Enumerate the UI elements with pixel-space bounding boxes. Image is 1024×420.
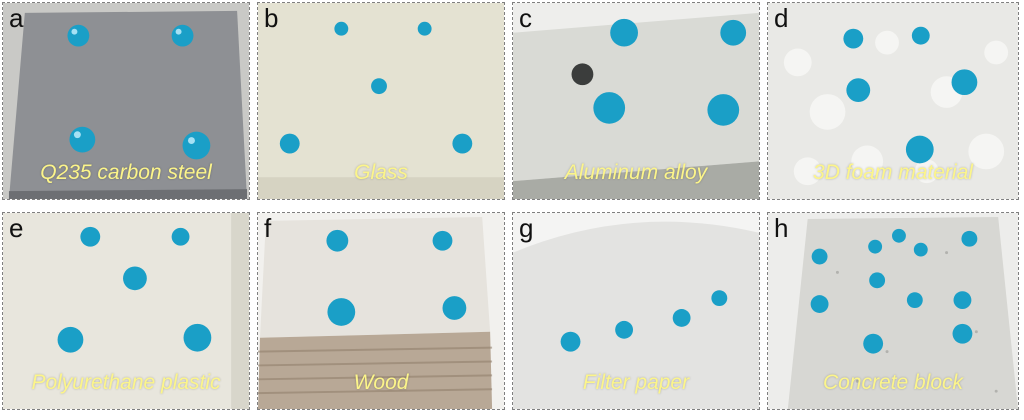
water-droplet xyxy=(80,226,101,247)
water-droplet xyxy=(171,227,190,246)
water-droplet xyxy=(811,248,828,265)
water-droplet xyxy=(183,323,212,352)
carbon-steel-photo xyxy=(3,3,249,199)
water-droplet xyxy=(672,309,691,327)
panel-letter: a xyxy=(9,3,24,33)
panel-caption: Polyurethane plastic xyxy=(31,371,221,394)
panel-caption: Concrete block xyxy=(822,371,964,394)
panel-caption: Filter paper xyxy=(582,371,690,394)
panel-letter: c xyxy=(519,3,532,33)
panel-letter: g xyxy=(519,213,534,243)
water-droplet xyxy=(442,296,467,320)
water-droplet xyxy=(57,326,84,353)
panel-a: a Q235 carbon steel xyxy=(2,2,250,200)
panel-letter: b xyxy=(264,3,279,33)
water-droplets xyxy=(843,26,978,164)
panel-e: e Polyurethane plastic xyxy=(2,212,250,410)
water-droplet xyxy=(868,239,883,254)
water-droplet xyxy=(707,94,740,126)
water-droplets xyxy=(57,226,212,353)
water-droplets xyxy=(67,24,211,160)
panel-b: b Glass xyxy=(257,2,505,200)
water-droplets xyxy=(326,229,467,326)
water-droplet xyxy=(371,78,387,95)
polyurethane-plastic-photo xyxy=(3,213,249,409)
panel-g: g Filter paper xyxy=(512,212,760,410)
water-droplets xyxy=(279,21,473,154)
water-droplet xyxy=(720,19,747,46)
water-droplet xyxy=(913,242,928,257)
water-droplet xyxy=(123,266,147,291)
foam-material-photo xyxy=(768,3,1018,199)
water-droplet xyxy=(892,228,906,243)
glass-photo xyxy=(258,3,504,199)
water-droplet xyxy=(863,333,884,354)
panel-h: h Concrete block xyxy=(767,212,1019,410)
water-droplet xyxy=(906,292,923,309)
aluminum-alloy-photo xyxy=(513,3,759,199)
water-droplet xyxy=(905,135,934,164)
panel-caption: 3D foam material xyxy=(813,161,973,184)
water-droplet xyxy=(911,26,930,45)
panel-f: f Wood xyxy=(257,212,505,410)
panel-caption: Wood xyxy=(353,371,409,394)
panel-letter: e xyxy=(9,213,24,243)
panel-caption: Q235 carbon steel xyxy=(40,161,212,184)
panel-letter: h xyxy=(774,213,789,243)
water-droplet xyxy=(711,290,728,307)
panel-caption: Glass xyxy=(354,161,408,184)
water-droplet xyxy=(869,272,886,289)
panel-c: c Aluminum alloy xyxy=(512,2,760,200)
panel-caption: Aluminum alloy xyxy=(564,161,708,184)
water-droplet xyxy=(810,295,829,313)
water-droplets xyxy=(560,290,728,352)
water-droplet xyxy=(182,131,211,160)
water-droplet xyxy=(953,291,972,310)
water-droplet xyxy=(452,133,473,154)
water-droplet xyxy=(952,323,973,344)
water-droplet xyxy=(279,133,300,154)
water-droplet xyxy=(610,18,638,47)
water-droplets xyxy=(593,18,747,126)
water-droplet xyxy=(593,92,626,124)
water-droplet xyxy=(843,28,864,49)
wood-photo xyxy=(258,213,504,409)
water-droplet xyxy=(961,230,978,247)
water-droplet xyxy=(560,331,581,352)
water-droplet xyxy=(417,21,432,36)
water-droplet xyxy=(432,230,453,251)
water-droplet xyxy=(846,78,871,102)
water-droplet xyxy=(69,126,96,153)
water-droplets xyxy=(810,228,978,354)
water-droplet xyxy=(326,229,349,252)
panel-d: d 3D foam material xyxy=(767,2,1019,200)
water-droplet xyxy=(327,298,356,326)
water-droplet xyxy=(67,24,90,47)
water-droplet xyxy=(615,320,634,339)
panel-letter: d xyxy=(774,3,789,33)
concrete-block-photo xyxy=(768,213,1018,409)
water-droplet xyxy=(334,21,349,36)
water-droplet xyxy=(171,24,194,47)
panel-letter: f xyxy=(264,213,272,243)
water-droplet xyxy=(951,69,978,96)
filter-paper-photo xyxy=(513,213,759,409)
hole xyxy=(571,63,594,86)
